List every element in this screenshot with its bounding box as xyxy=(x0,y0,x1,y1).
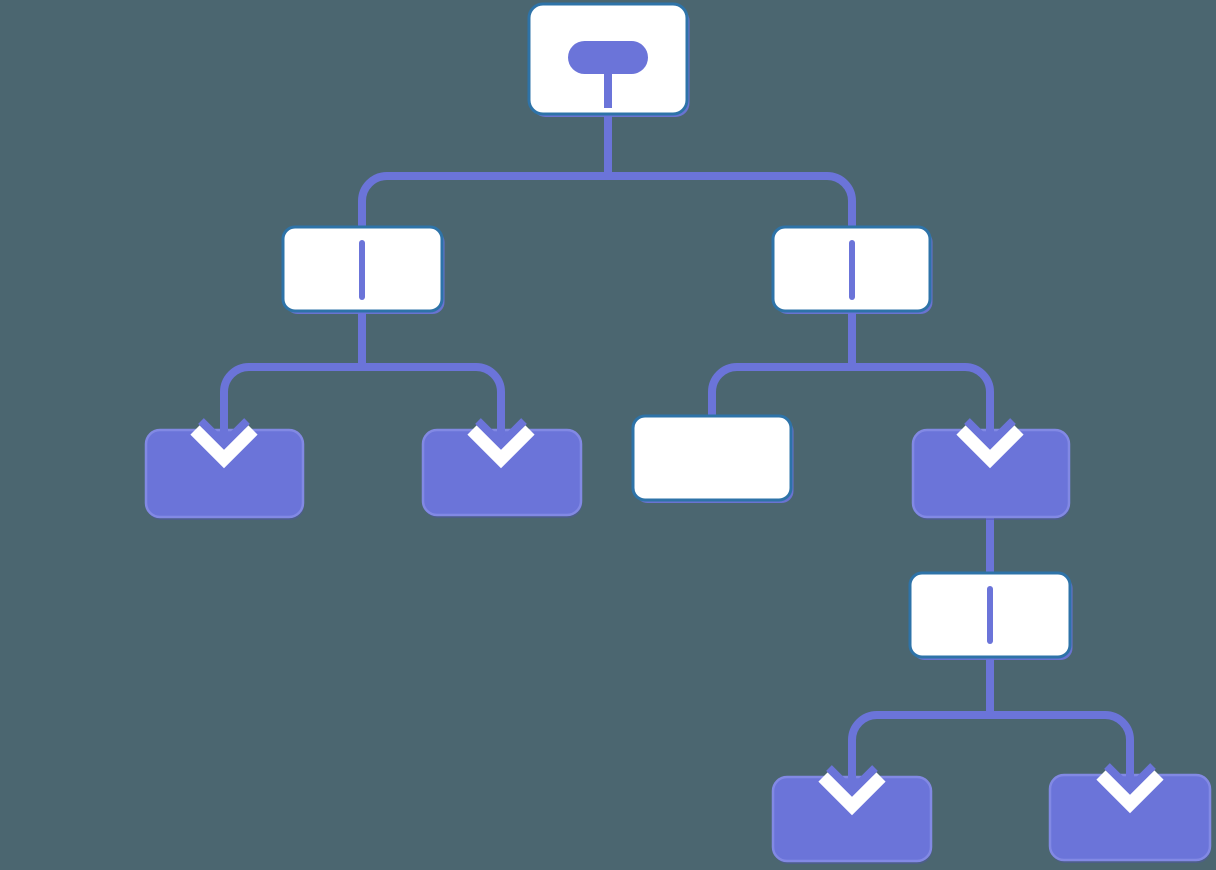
node-pass-through[interactable] xyxy=(908,571,1073,660)
node-leaf-c[interactable] xyxy=(771,775,933,864)
edge-branchright-collapsed xyxy=(852,363,994,441)
node-root[interactable] xyxy=(527,2,690,117)
edge-passthrough-leafc xyxy=(848,711,990,788)
vertical-line-icon xyxy=(849,240,855,300)
pill-stem-icon xyxy=(604,72,612,108)
vertical-line-icon xyxy=(987,586,993,644)
edge-branchleft-leafa xyxy=(220,363,362,441)
edge-branchleft-leafb xyxy=(362,363,505,441)
edge-branchright-plain xyxy=(708,363,852,418)
edge-root-branch-right xyxy=(608,172,856,230)
node-leaf-a[interactable] xyxy=(144,428,305,520)
vertical-line-icon xyxy=(359,240,365,300)
node-child-plain[interactable] xyxy=(631,414,794,503)
diagram-nodes xyxy=(144,2,1212,864)
node-child-plain-box xyxy=(631,414,793,502)
edge-passthrough-leafd xyxy=(990,711,1134,786)
node-child-collapsed[interactable] xyxy=(911,428,1071,520)
pill-topic-icon xyxy=(568,41,648,74)
connector-edges xyxy=(220,112,1134,788)
node-leaf-d[interactable] xyxy=(1048,773,1212,863)
node-branch-right[interactable] xyxy=(771,225,933,314)
edge-root-branch-left xyxy=(358,172,608,230)
node-leaf-b[interactable] xyxy=(421,428,583,518)
node-branch-left[interactable] xyxy=(281,225,445,314)
